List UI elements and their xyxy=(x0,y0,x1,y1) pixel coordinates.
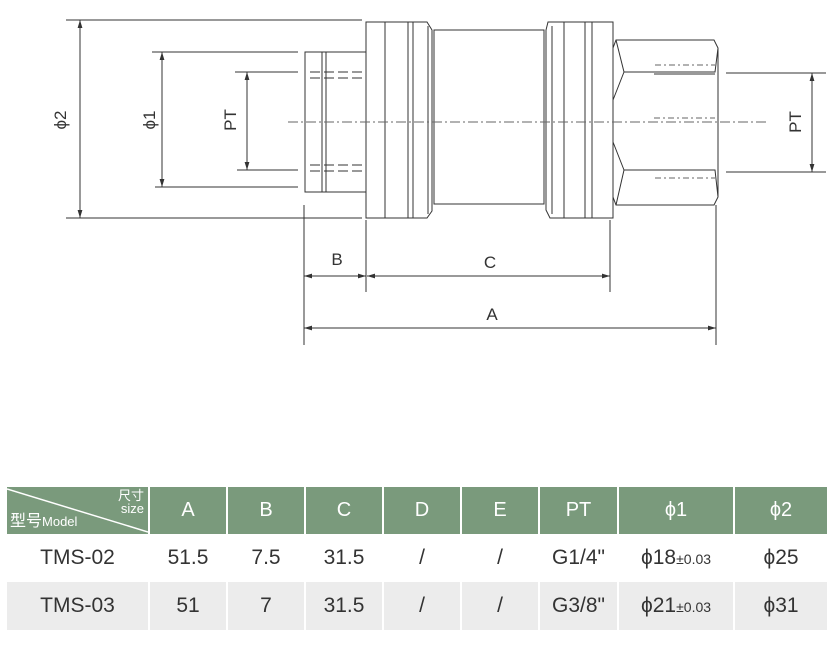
cell-c: 31.5 xyxy=(306,582,382,630)
phi1-tolerance: ±0.03 xyxy=(676,551,712,567)
phi1-value: ϕ18 xyxy=(640,546,677,569)
phi2-dimension xyxy=(66,19,362,219)
cell-model: TMS-02 xyxy=(40,546,115,569)
cell-b: 7 xyxy=(228,582,304,630)
coupler-drawing: ϕ2 ϕ1 PT PT B C A xyxy=(51,19,826,345)
col-header-c: C xyxy=(306,487,382,534)
phi1-tolerance: ±0.03 xyxy=(676,599,712,615)
col-header-phi1: ϕ1 xyxy=(619,487,733,534)
phi1-label: ϕ1 xyxy=(140,111,159,130)
cell-model: TMS-03 xyxy=(7,582,148,630)
col-header-e: E xyxy=(462,487,538,534)
cell-c: 31.5 xyxy=(323,546,365,569)
cell-phi1: ϕ18±0.03 xyxy=(619,534,733,582)
cell-d: / xyxy=(419,546,425,569)
length-dimensions xyxy=(303,205,717,345)
col-header-b: B xyxy=(228,487,304,534)
col-header-a: A xyxy=(150,487,226,534)
cell-phi1: ϕ21±0.03 xyxy=(619,582,733,630)
phi1-dimension xyxy=(152,51,298,188)
cell-e: / xyxy=(462,582,538,630)
pt-right-label: PT xyxy=(786,111,805,133)
cell-pt: G3/8" xyxy=(540,582,617,630)
cell-a: 51.5 xyxy=(167,546,209,569)
col-header-pt: PT xyxy=(540,487,617,534)
col-header-d: D xyxy=(384,487,460,534)
phi2-label: ϕ2 xyxy=(51,111,70,130)
cell-a: 51 xyxy=(150,582,226,630)
b-label: B xyxy=(331,250,342,269)
c-label: C xyxy=(484,253,496,272)
model-cn: 型号 xyxy=(10,513,43,530)
coupler-body xyxy=(304,21,719,219)
size-en: size xyxy=(120,501,144,516)
a-label: A xyxy=(486,305,498,324)
cell-phi2: ϕ31 xyxy=(735,582,827,630)
cell-phi2: ϕ25 xyxy=(763,546,799,569)
pt-left-dimension xyxy=(235,71,298,171)
cell-d: / xyxy=(384,582,460,630)
phi1-value: ϕ21 xyxy=(640,594,677,617)
table-row: TMS-02 51.5 7.5 31.5 / / G1/4" ϕ18±0.03 … xyxy=(7,534,827,582)
pt-left-label: PT xyxy=(221,109,240,131)
cell-e: / xyxy=(497,546,503,569)
model-label: 型号Model xyxy=(10,507,77,531)
pt-right-dimension xyxy=(726,72,826,173)
model-en: Model xyxy=(42,514,78,529)
col-header-phi2: ϕ2 xyxy=(735,487,827,534)
table-row: TMS-03 51 7 31.5 / / G3/8" ϕ21±0.03 ϕ31 xyxy=(7,582,827,630)
cell-b: 7.5 xyxy=(251,546,281,569)
diagonal-divider xyxy=(7,488,148,533)
cell-pt: G1/4" xyxy=(552,546,605,569)
size-cn: 尺寸 xyxy=(117,488,144,503)
